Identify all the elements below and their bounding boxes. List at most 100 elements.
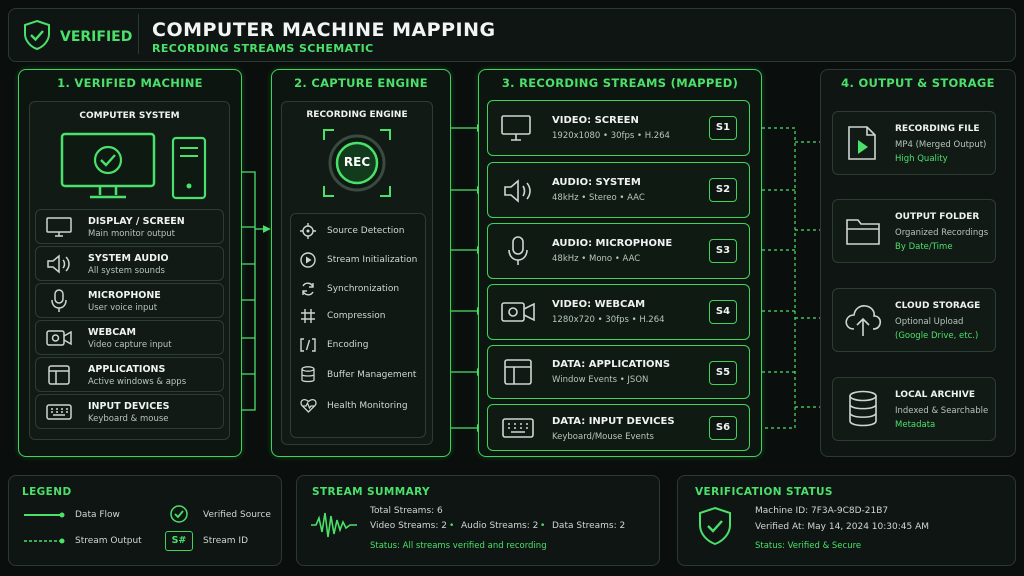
video-file-icon [848, 126, 876, 160]
step-label: Buffer Management [327, 370, 417, 380]
output-note: Metadata [895, 420, 936, 430]
source-desc: User voice input [88, 303, 158, 313]
source-applications: APPLICATIONS Active windows & apps [35, 357, 224, 392]
app-window-icon [48, 365, 70, 385]
keyboard-icon [46, 404, 72, 420]
step-label: Source Detection [327, 226, 405, 236]
summary-video: Video Streams: 2 [370, 521, 447, 531]
data-flow-line-icon [24, 512, 65, 518]
stream-spec: Keyboard/Mouse Events [552, 432, 654, 442]
display-icon [46, 217, 72, 237]
output-name: RECORDING FILE [895, 124, 980, 134]
output-desc: Indexed & Searchable [895, 406, 989, 416]
legend-stream-output: Stream Output [75, 536, 142, 546]
summary-separator-dot: • [449, 521, 455, 531]
source-name: SYSTEM AUDIO [88, 253, 169, 264]
stream-name: DATA: INPUT DEVICES [552, 416, 675, 427]
heart-pulse-icon [300, 399, 317, 413]
source-name: APPLICATIONS [88, 364, 166, 375]
database-icon [849, 390, 877, 427]
compression-grid-icon [301, 309, 315, 323]
legend-verified-source: Verified Source [203, 510, 271, 520]
step-label: Stream Initialization [327, 255, 418, 265]
stream-name: VIDEO: SCREEN [552, 115, 639, 126]
output-desc: Organized Recordings [895, 228, 989, 238]
source-name: DISPLAY / SCREEN [88, 216, 185, 227]
capture-steps-list [290, 213, 426, 438]
section-title-capture: 2. CAPTURE ENGINE [294, 76, 428, 90]
stream-s3: AUDIO: MICROPHONE 48kHz • Mono • AAC S3 [487, 223, 750, 279]
folder-icon [846, 219, 880, 245]
legend-panel [8, 475, 282, 566]
database-icon [301, 366, 315, 383]
output-recording-file: RECORDING FILE MP4 (Merged Output) High … [832, 111, 996, 175]
stream-spec: 48kHz • Stereo • AAC [552, 193, 645, 203]
summary-separator-dot: • [540, 521, 546, 531]
output-desc: Optional Upload [895, 317, 964, 327]
stream-spec: Window Events • JSON [552, 375, 649, 385]
output-folder: OUTPUT FOLDER Organized Recordings By Da… [832, 199, 996, 263]
header-divider [138, 14, 139, 54]
output-desc: MP4 (Merged Output) [895, 140, 987, 150]
app-window-icon [504, 359, 532, 385]
stream-output-line-icon [24, 538, 65, 544]
section-title-streams: 3. RECORDING STREAMS (MAPPED) [501, 76, 739, 90]
source-desc: Keyboard & mouse [88, 414, 169, 424]
step-label: Compression [327, 311, 386, 321]
source-desc: Video capture input [88, 340, 172, 350]
stream-id-badge: S3 [709, 239, 737, 263]
step-label: Encoding [327, 340, 369, 350]
source-microphone: MICROPHONE User voice input [35, 283, 224, 318]
cloud-upload-icon [845, 305, 882, 336]
stream-summary-panel [296, 475, 660, 566]
stream-spec: 1920x1080 • 30fps • H.264 [552, 131, 670, 141]
waveform-icon [311, 512, 357, 538]
verified-badge: VERIFIED [60, 29, 133, 45]
page-subtitle: RECORDING STREAMS SCHEMATIC [152, 42, 374, 55]
computer-tower-icon [171, 136, 207, 200]
output-cloud-storage: CLOUD STORAGE Optional Upload (Google Dr… [832, 288, 996, 352]
output-note: (Google Drive, etc.) [895, 331, 979, 341]
summary-title: STREAM SUMMARY [312, 486, 431, 498]
shield-check-icon [24, 19, 50, 51]
summary-audio: Audio Streams: 2 [461, 521, 539, 531]
output-note: High Quality [895, 154, 948, 164]
legend-stream-id-badge: S# [165, 531, 193, 551]
source-display: DISPLAY / SCREEN Main monitor output [35, 209, 224, 244]
computer-system-label: COMPUTER SYSTEM [79, 111, 180, 121]
stream-s1: VIDEO: SCREEN 1920x1080 • 30fps • H.264 … [487, 100, 750, 156]
webcam-icon [46, 330, 72, 346]
source-desc: Main monitor output [88, 229, 175, 239]
stream-spec: 48kHz • Mono • AAC [552, 254, 641, 264]
source-system-audio: SYSTEM AUDIO All system sounds [35, 246, 224, 281]
summary-data: Data Streams: 2 [552, 521, 626, 531]
stream-s2: AUDIO: SYSTEM 48kHz • Stereo • AAC S2 [487, 162, 750, 218]
legend-data-flow: Data Flow [75, 510, 120, 520]
source-desc: All system sounds [88, 266, 165, 276]
stream-name: AUDIO: MICROPHONE [552, 238, 673, 249]
verification-status-panel [677, 475, 1016, 566]
stream-name: AUDIO: SYSTEM [552, 177, 641, 188]
summary-total: Total Streams: 6 [370, 506, 443, 516]
step-label: Health Monitoring [327, 401, 408, 411]
output-local-archive: LOCAL ARCHIVE Indexed & Searchable Metad… [832, 377, 996, 441]
stream-id-badge: S4 [709, 300, 737, 324]
speaker-icon [504, 179, 531, 203]
output-name: OUTPUT FOLDER [895, 212, 980, 222]
sync-icon [302, 282, 314, 296]
stream-id-badge: S5 [709, 361, 737, 385]
screen-icon [501, 115, 531, 141]
output-note: By Date/Time [895, 242, 953, 252]
stream-name: DATA: APPLICATIONS [552, 359, 671, 370]
stream-id-badge: S2 [709, 178, 737, 202]
page-title: COMPUTER MACHINE MAPPING [152, 19, 496, 41]
stream-name: VIDEO: WEBCAM [552, 299, 646, 310]
stream-spec: 1280x720 • 30fps • H.264 [552, 315, 665, 325]
source-name: MICROPHONE [88, 290, 161, 301]
source-webcam: WEBCAM Video capture input [35, 320, 224, 355]
stream-id-badge: S1 [709, 116, 737, 140]
webcam-icon [501, 302, 535, 322]
stream-id-badge: S6 [709, 416, 737, 440]
microphone-icon [51, 289, 67, 312]
output-name: LOCAL ARCHIVE [895, 390, 975, 400]
